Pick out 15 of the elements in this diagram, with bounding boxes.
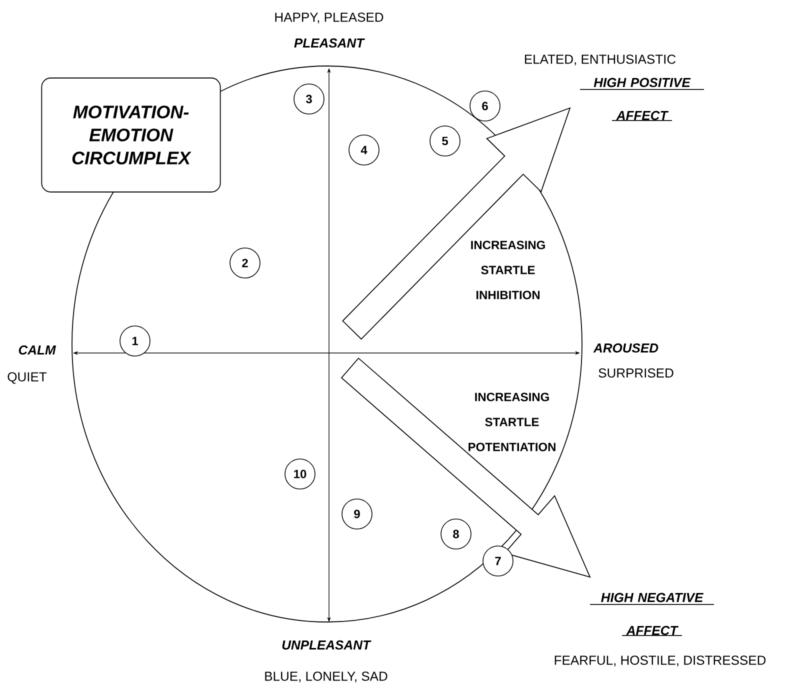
axis-label: AROUSED bbox=[593, 343, 658, 353]
axis-label: PLEASANT bbox=[294, 38, 365, 48]
axis-label: UNPLEASANT bbox=[282, 640, 372, 650]
axis-label: FEARFUL, HOSTILE, DISTRESSED bbox=[554, 656, 766, 666]
direction-label: INCREASING STARTLE INHIBITION bbox=[471, 240, 545, 300]
axis-label: QUIET bbox=[8, 372, 47, 384]
axis-label: HAPPY, PLEASED bbox=[275, 12, 384, 24]
affect-label: HIGH POSITIVE AFFECT bbox=[580, 78, 704, 121]
affect-label: HIGH NEGATIVE AFFECT bbox=[590, 592, 714, 636]
axis-label: SURPRISED bbox=[598, 368, 674, 378]
axis-label: BLUE, LONELY, SAD bbox=[265, 672, 388, 682]
direction-label: INCREASING STARTLE POTENTIATION bbox=[468, 392, 556, 452]
axis-label: ELATED, ENTHUSIASTIC bbox=[525, 54, 676, 66]
axis-label: CALM bbox=[18, 345, 56, 355]
title-box: MOTIVATION- EMOTION CIRCUMPLEX bbox=[41, 78, 221, 192]
